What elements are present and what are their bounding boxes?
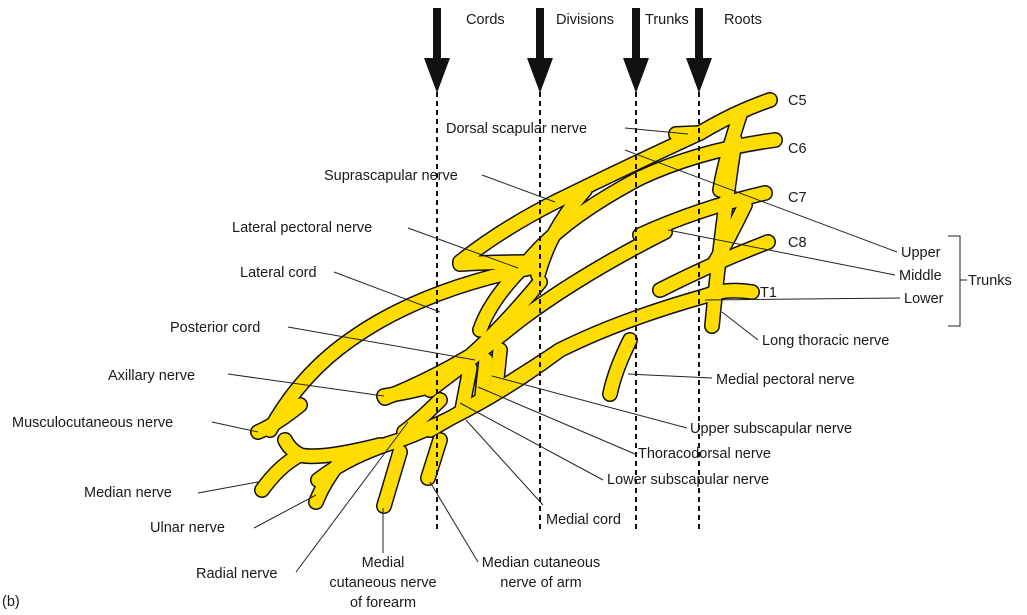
trunks-group-label: Trunks	[968, 273, 1012, 289]
medial-cord-label: Medial cord	[546, 512, 621, 528]
radial-label: Radial nerve	[196, 566, 277, 582]
leader-musculocutaneous	[212, 422, 258, 432]
median-cutaneous-arm-nerve	[428, 440, 440, 478]
leader-lower-subscapular	[460, 403, 603, 480]
upper-subscapular-label: Upper subscapular nerve	[690, 421, 852, 437]
leader-median-cutaneous-arm	[430, 482, 478, 562]
medial-pectoral-label: Medial pectoral nerve	[716, 372, 855, 388]
median-label: Median nerve	[84, 485, 172, 501]
leader-posterior-cord	[288, 327, 475, 360]
header-roots: Roots	[724, 12, 762, 28]
median-cutaneous-arm-label: Median cutaneous nerve of arm	[482, 555, 601, 591]
root-c7-label: C7	[788, 190, 807, 206]
upper-subscapular-nerve	[496, 350, 500, 388]
header-trunks: Trunks	[645, 12, 689, 28]
svg-text:of forearm: of forearm	[350, 595, 416, 611]
medial-cutaneous-forearm-nerve	[384, 452, 400, 506]
root-c5-label: C5	[788, 93, 807, 109]
axillary-label: Axillary nerve	[108, 368, 195, 384]
svg-text:Medial: Medial	[362, 555, 405, 571]
svg-text:nerve of arm: nerve of arm	[500, 575, 581, 591]
root-c8-label: C8	[788, 235, 807, 251]
svg-text:cutaneous nerve: cutaneous nerve	[329, 575, 436, 591]
cords-arrow	[424, 8, 450, 93]
ulnar-label: Ulnar nerve	[150, 520, 225, 536]
medial-cutaneous-forearm-label: Medial cutaneous nerve of forearm	[329, 555, 436, 611]
leader-median	[198, 482, 258, 493]
trunks-bracket	[948, 236, 967, 326]
roots-arrow	[686, 8, 712, 93]
trunk-lower-label: Lower	[904, 291, 944, 307]
ulnar-nerve	[316, 462, 340, 502]
lateral-pectoral-label: Lateral pectoral nerve	[232, 220, 372, 236]
header-cords: Cords	[466, 12, 505, 28]
lateral-cord-label: Lateral cord	[240, 265, 317, 281]
trunk-middle-label: Middle	[899, 268, 942, 284]
header-divisions: Divisions	[556, 12, 614, 28]
long-thoracic-label: Long thoracic nerve	[762, 333, 889, 349]
lateral-pectoral-nerve	[460, 262, 540, 264]
leader-upper-subscapular	[492, 376, 687, 428]
dorsal-scapular-label: Dorsal scapular nerve	[446, 121, 587, 137]
root-c6-label: C6	[788, 141, 807, 157]
leader-medial-cord	[466, 420, 543, 505]
leader-long-thoracic	[722, 312, 758, 340]
divisions-arrow	[527, 8, 553, 93]
svg-text:Median cutaneous: Median cutaneous	[482, 555, 601, 571]
leader-suprascapular	[482, 175, 555, 202]
posterior-cord-label: Posterior cord	[170, 320, 260, 336]
trunk-upper-label: Upper	[901, 245, 941, 261]
musculocutaneous-label: Musculocutaneous nerve	[12, 415, 173, 431]
median-nerve-lateral-root	[285, 440, 300, 455]
suprascapular-label: Suprascapular nerve	[324, 168, 458, 184]
panel-label: (b)	[2, 594, 20, 610]
lower-subscapular-label: Lower subscapular nerve	[607, 472, 769, 488]
thoracodorsal-label: Thoracodorsal nerve	[638, 446, 771, 462]
root-t1-label: T1	[760, 285, 777, 301]
leader-ulnar	[254, 495, 316, 528]
